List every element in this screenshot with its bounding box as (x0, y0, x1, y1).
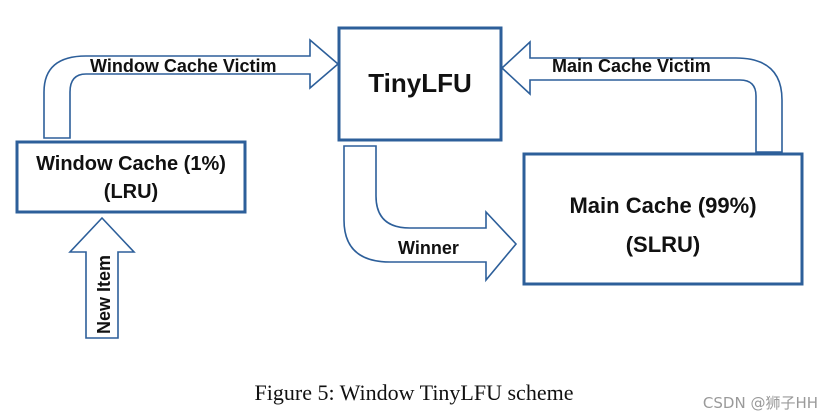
window-cache-box (15, 140, 247, 214)
main-cache-box (522, 152, 804, 286)
window-cache-line1: Window Cache (1%) (36, 153, 226, 175)
new-item-label: New Item (94, 255, 114, 334)
new-item-arrow (68, 216, 136, 339)
window-victim-label: Window Cache Victim (90, 56, 277, 76)
figure-caption: Figure 5: Window TinyLFU scheme (254, 380, 574, 405)
tinylfu-box (337, 26, 503, 142)
main-cache-line2: (SLRU) (626, 232, 701, 257)
winner-label: Winner (398, 238, 459, 258)
tinylfu-label: TinyLFU (368, 68, 472, 98)
window-victim-arrow (43, 38, 340, 139)
main-cache-line1: Main Cache (99%) (569, 193, 756, 218)
main-victim-label: Main Cache Victim (552, 56, 711, 76)
main-victim-arrow (500, 40, 783, 153)
diagram-canvas: Window Cache Victim Main Cache Victim Wi… (15, 26, 804, 339)
winner-arrow (343, 145, 518, 283)
watermark: CSDN @狮子HH (702, 394, 818, 412)
window-cache-line2: (LRU) (104, 181, 158, 203)
